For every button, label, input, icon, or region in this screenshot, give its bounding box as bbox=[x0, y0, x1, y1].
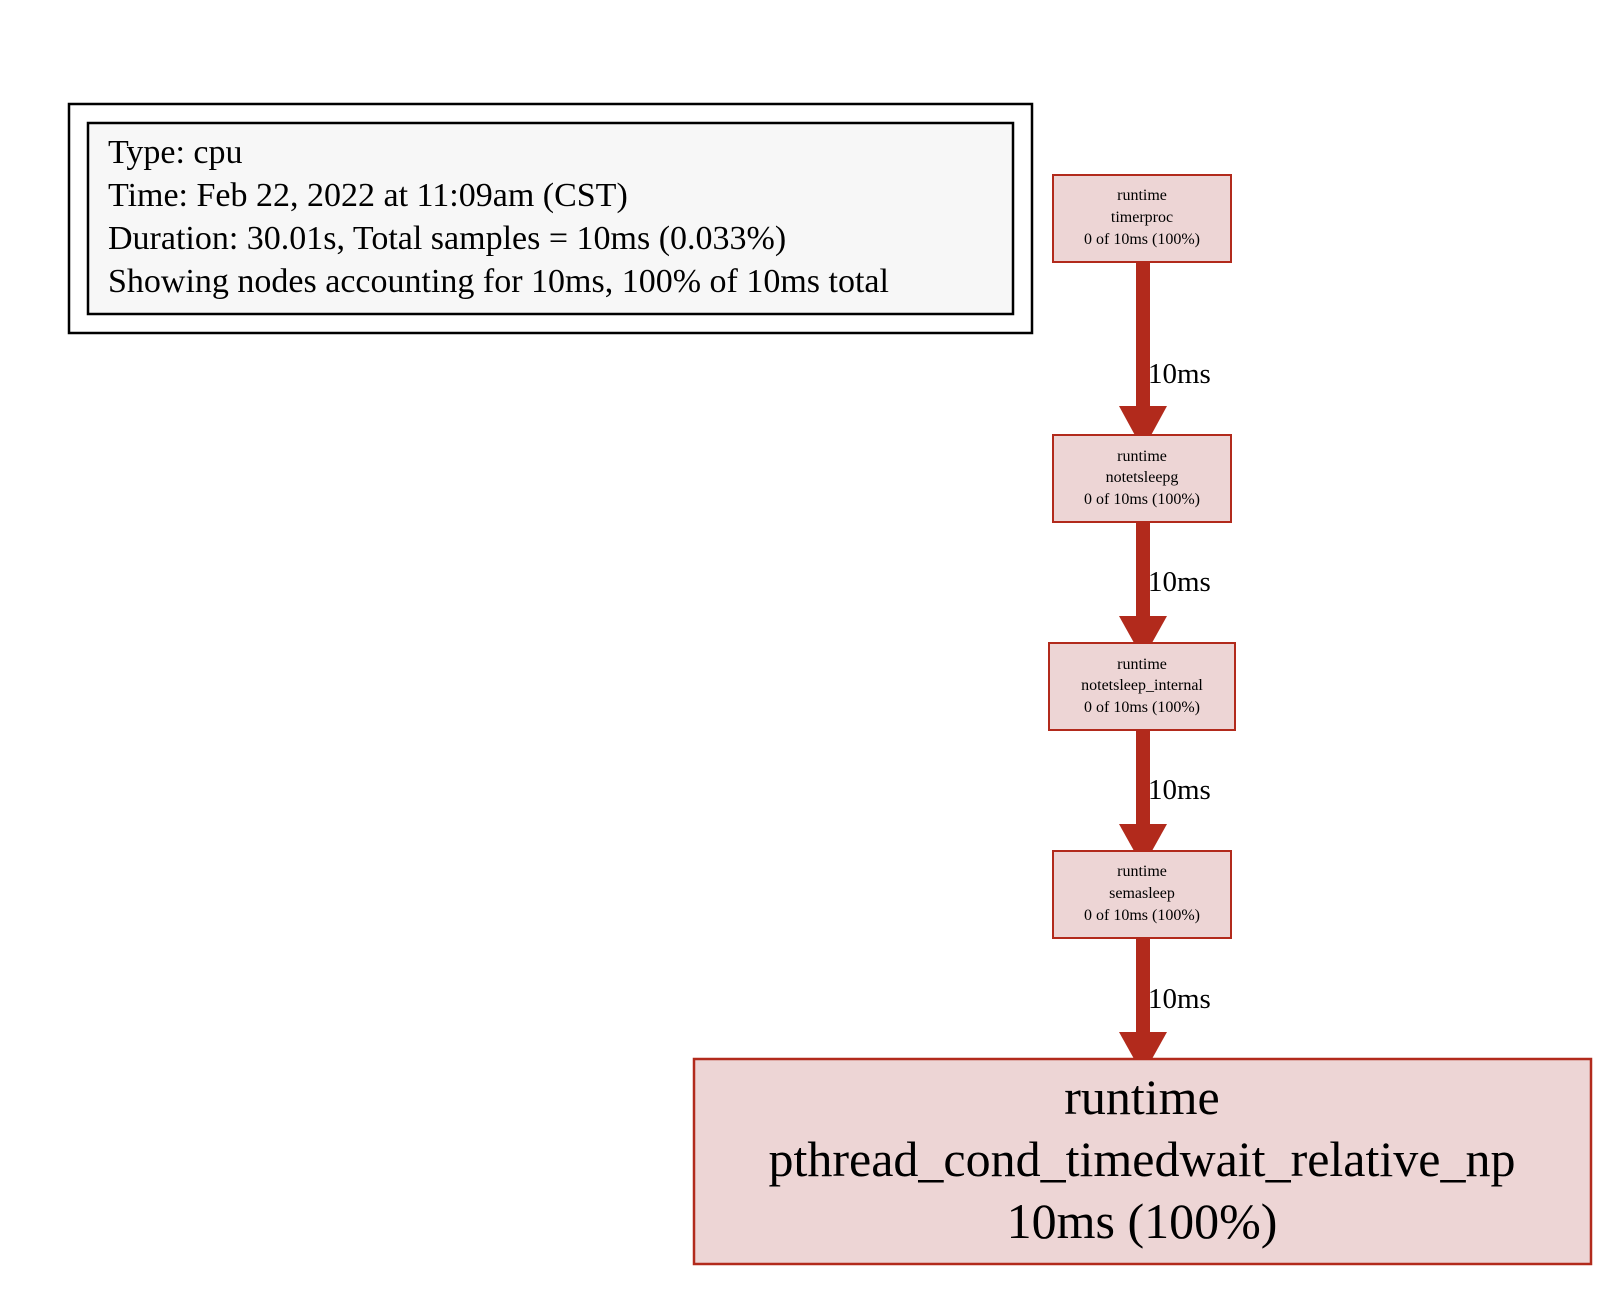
edge-timerproc-to-notetsleepg[interactable]: 10ms bbox=[1119, 262, 1211, 450]
edge-label: 10ms bbox=[1148, 983, 1211, 1015]
node-package: runtime bbox=[1117, 863, 1167, 880]
node-stat: 0 of 10ms (100%) bbox=[1084, 231, 1200, 248]
nodes: runtime timerproc 0 of 10ms (100%) runti… bbox=[692, 174, 1593, 1266]
edge-label: 10ms bbox=[1148, 358, 1211, 390]
legend: Type: cpu Time: Feb 22, 2022 at 11:09am … bbox=[67, 102, 1034, 335]
edge-shaft bbox=[1136, 262, 1150, 412]
node-package: runtime bbox=[1064, 1069, 1220, 1125]
node-notetsleepg[interactable]: runtime notetsleepg 0 of 10ms (100%) bbox=[1052, 434, 1232, 523]
node-stat: 0 of 10ms (100%) bbox=[1084, 907, 1200, 924]
node-box bbox=[1052, 174, 1232, 263]
legend-line-time: Time: Feb 22, 2022 at 11:09am (CST) bbox=[108, 177, 628, 214]
node-function: semasleep bbox=[1109, 885, 1175, 902]
node-semasleep[interactable]: runtime semasleep 0 of 10ms (100%) bbox=[1052, 850, 1232, 939]
edge-label: 10ms bbox=[1148, 566, 1211, 598]
node-stat: 0 of 10ms (100%) bbox=[1084, 699, 1200, 716]
node-notetsleep-internal[interactable]: runtime notetsleep_internal 0 of 10ms (1… bbox=[1048, 642, 1236, 731]
edge-arrowhead bbox=[1119, 616, 1167, 659]
legend-line-duration: Duration: 30.01s, Total samples = 10ms (… bbox=[108, 220, 786, 257]
node-function: pthread_cond_timedwait_relative_np bbox=[769, 1131, 1516, 1187]
node-timerproc[interactable]: runtime timerproc 0 of 10ms (100%) bbox=[1052, 174, 1232, 263]
node-package: runtime bbox=[1117, 448, 1167, 465]
legend-line-type: Type: cpu bbox=[108, 134, 243, 171]
edge-label: 10ms bbox=[1148, 774, 1211, 806]
node-stat: 10ms (100%) bbox=[1007, 1193, 1278, 1249]
edges: 10ms 10ms 10ms 10ms bbox=[1119, 262, 1211, 1075]
node-box bbox=[1052, 850, 1232, 939]
edge-notetsleepg-to-notetsleep-internal[interactable]: 10ms bbox=[1119, 522, 1211, 659]
edge-shaft bbox=[1136, 522, 1150, 622]
edge-shaft bbox=[1136, 730, 1150, 830]
edge-arrowhead bbox=[1119, 1032, 1167, 1075]
legend-line-showing: Showing nodes accounting for 10ms, 100% … bbox=[108, 263, 889, 300]
node-package: runtime bbox=[1117, 187, 1167, 204]
node-box bbox=[692, 1057, 1593, 1266]
node-function: notetsleep_internal bbox=[1081, 677, 1203, 694]
legend-inner-box bbox=[86, 121, 1015, 316]
node-function: notetsleepg bbox=[1106, 469, 1179, 486]
node-pthread-cond-timedwait-relative-np[interactable]: runtime pthread_cond_timedwait_relative_… bbox=[692, 1057, 1593, 1266]
edge-arrowhead bbox=[1119, 824, 1167, 867]
node-package: runtime bbox=[1117, 656, 1167, 673]
node-stat: 0 of 10ms (100%) bbox=[1084, 491, 1200, 508]
node-box bbox=[1048, 642, 1236, 731]
node-box bbox=[1052, 434, 1232, 523]
edge-shaft bbox=[1136, 938, 1150, 1038]
edge-notetsleep-internal-to-semasleep[interactable]: 10ms bbox=[1119, 730, 1211, 867]
edge-semasleep-to-pthread-cond-timedwait[interactable]: 10ms bbox=[1119, 938, 1211, 1075]
edge-arrowhead bbox=[1119, 406, 1167, 450]
node-function: timerproc bbox=[1111, 209, 1173, 226]
